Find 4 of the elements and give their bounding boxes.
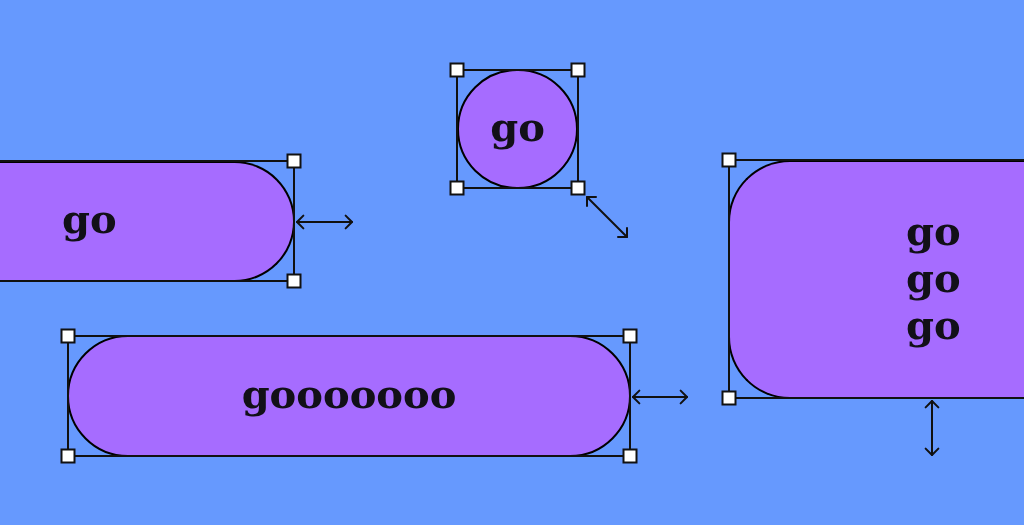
shape-label: go [62,195,117,244]
shape-label: gooooooo [241,369,457,419]
shape-label: go [490,102,545,152]
shape-label: go go go [906,207,961,350]
